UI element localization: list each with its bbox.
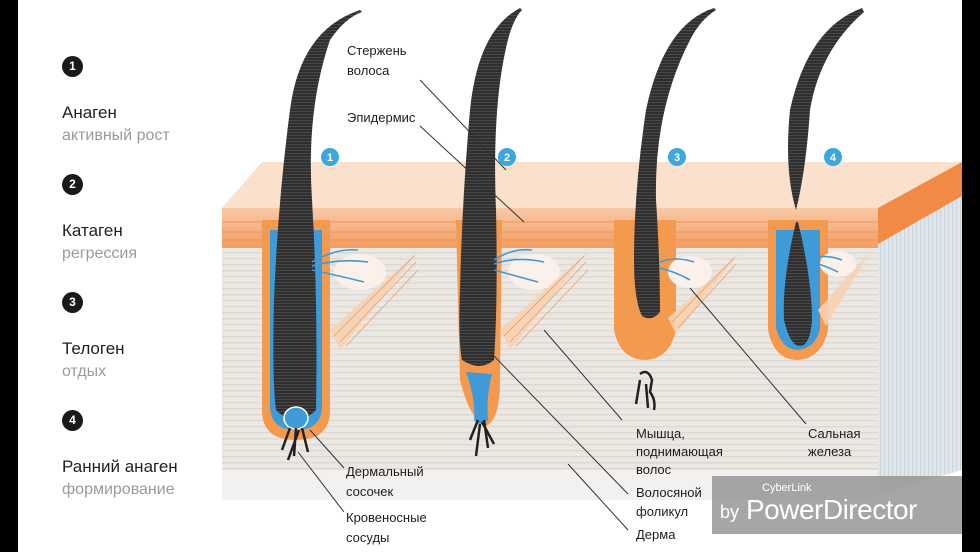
marker-4-num: 4 xyxy=(830,152,837,164)
marker-3 xyxy=(668,148,686,166)
stage-1-badge: 1 xyxy=(62,56,83,77)
stage-3-badge: 3 xyxy=(62,292,83,313)
skin-side xyxy=(878,162,962,494)
stage-3-desc: отдых xyxy=(62,363,107,380)
stage-1-name: Анаген xyxy=(62,103,117,122)
hair-4-early-anagen xyxy=(768,8,870,360)
label-muscle-line3: волос xyxy=(636,462,672,477)
label-dermis: Дерма xyxy=(636,527,676,542)
label-shaft-line1: Стержень xyxy=(347,43,407,58)
label-shaft-line2: волоса xyxy=(347,63,390,78)
marker-3-num: 3 xyxy=(674,152,680,164)
hair-3-telogen xyxy=(614,8,740,411)
marker-2 xyxy=(498,148,516,166)
marker-1-num: 1 xyxy=(327,152,333,164)
stage-1-desc: активный рост xyxy=(62,127,170,144)
label-muscle-line1: Мышца, xyxy=(636,426,685,441)
stage-4-badge: 4 xyxy=(62,410,83,431)
watermark-by: by xyxy=(720,502,740,522)
hair-2-catagen xyxy=(456,8,590,457)
stage-3-name: Телоген xyxy=(62,339,125,358)
label-epidermis: Эпидермис xyxy=(347,110,416,125)
stage-markers: 1 2 3 4 xyxy=(321,148,842,166)
label-follicle-line2: фоликул xyxy=(636,504,688,519)
leader-lines xyxy=(297,79,807,531)
label-vessels-line2: сосуды xyxy=(346,530,389,545)
stage-2-name: Катаген xyxy=(62,221,123,240)
stage-2-badge: 2 xyxy=(62,174,83,195)
marker-2-num: 2 xyxy=(504,152,510,164)
label-papilla-line1: Дермальный xyxy=(346,464,424,479)
marker-4 xyxy=(824,148,842,166)
marker-1 xyxy=(321,148,339,166)
diagram-labels: Стержень волоса Эпидермис Дермальный сос… xyxy=(346,43,861,545)
label-papilla-line2: сосочек xyxy=(346,484,393,499)
label-muscle-line2: поднимающая xyxy=(636,444,723,459)
stage-4-name: Ранний анаген xyxy=(62,457,178,476)
watermark-cyberlink: CyberLink xyxy=(762,482,812,494)
stage-4-desc: формирование xyxy=(62,481,175,498)
skin-top xyxy=(222,162,962,208)
label-follicle-line1: Волосяной xyxy=(636,485,702,500)
label-gland-line2: железа xyxy=(808,444,852,459)
skin-side-epidermis xyxy=(878,162,962,244)
stage-2-desc: регрессия xyxy=(62,245,138,262)
label-gland-line1: Сальная xyxy=(808,426,861,441)
label-vessels-line1: Кровеносные xyxy=(346,510,427,525)
powerdirector-watermark: by CyberLink PowerDirector xyxy=(712,476,962,534)
watermark-powerdirector: PowerDirector xyxy=(746,494,917,525)
hair-1-anagen xyxy=(262,10,420,461)
